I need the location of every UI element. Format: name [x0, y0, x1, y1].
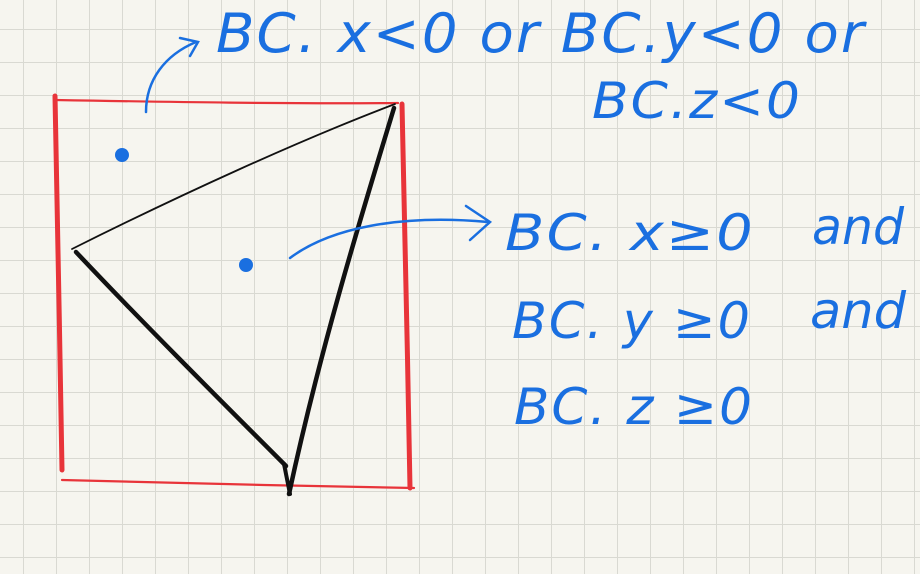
bounding-box-top — [53, 98, 400, 105]
label-inside-line2: BC. y ≥0 — [512, 292, 752, 350]
triangle-edge-right — [286, 105, 397, 497]
bounding-box-bottom — [60, 478, 416, 490]
label-inside-line1: BC. x≥0 — [505, 204, 755, 262]
triangle-edge-left — [73, 249, 289, 469]
bounding-box-right — [399, 101, 413, 491]
label-and-2: and — [810, 282, 906, 340]
bounding-box — [52, 93, 416, 491]
label-and-1: and — [812, 198, 904, 256]
label-outside-line1: BC. x<0 or BC.y<0 or — [216, 2, 867, 65]
arrow-outside — [144, 36, 200, 114]
label-outside-line2: BC.z<0 — [592, 72, 802, 130]
label-inside-line3: BC. z ≥0 — [514, 378, 754, 436]
point-outside — [115, 148, 129, 162]
arrow-inside — [288, 204, 493, 260]
bounding-box-left — [52, 93, 65, 473]
triangle-edge-top — [71, 103, 396, 250]
triangle-vertex-bottom — [282, 462, 292, 496]
triangle — [71, 103, 397, 497]
point-inside — [239, 258, 253, 272]
